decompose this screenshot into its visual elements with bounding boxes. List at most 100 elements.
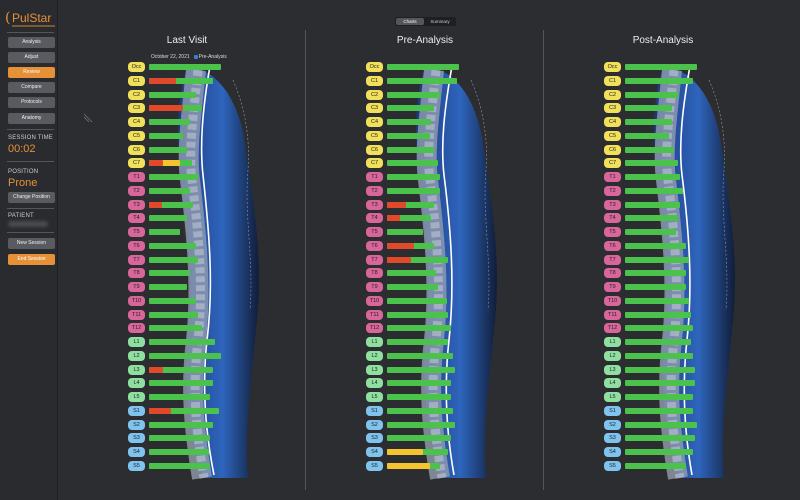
segment-label[interactable]: C6 (128, 144, 145, 155)
charts-tab[interactable]: Charts (396, 18, 424, 25)
segment-label[interactable]: S5 (366, 460, 383, 471)
end-session-button[interactable]: End Session (8, 254, 55, 265)
segment-label[interactable]: T8 (128, 268, 145, 279)
segment-label[interactable]: L1 (128, 337, 145, 347)
segment-label[interactable]: C2 (128, 89, 145, 100)
segment-label[interactable]: C6 (366, 144, 383, 155)
resize-grip-icon[interactable] (84, 112, 94, 122)
segment-label[interactable]: T11 (128, 309, 145, 320)
segment-label[interactable]: C1 (604, 75, 621, 86)
segment-label[interactable]: T4 (366, 213, 383, 224)
nav-protocols-button[interactable]: Protocols (8, 97, 55, 108)
segment-label[interactable]: L4 (128, 378, 145, 389)
segment-label[interactable]: S2 (604, 419, 621, 430)
segment-label[interactable]: T3 (366, 199, 383, 210)
segment-label[interactable]: C5 (604, 130, 621, 141)
segment-label[interactable]: C4 (604, 117, 621, 127)
segment-label[interactable]: T6 (604, 240, 621, 251)
segment-label[interactable]: C7 (128, 158, 145, 169)
segment-label[interactable]: C7 (366, 158, 383, 169)
segment-label[interactable]: C4 (366, 117, 383, 127)
nav-adjust-button[interactable]: Adjust (8, 52, 55, 63)
segment-label[interactable]: T10 (366, 295, 383, 306)
segment-label[interactable]: C6 (604, 144, 621, 155)
segment-label[interactable]: T4 (604, 213, 621, 224)
segment-label[interactable]: C1 (128, 75, 145, 86)
segment-label[interactable]: T2 (604, 185, 621, 196)
segment-label[interactable]: T3 (128, 199, 145, 210)
segment-label[interactable]: C2 (366, 89, 383, 100)
segment-label[interactable]: C3 (604, 103, 621, 114)
segment-label[interactable]: C5 (128, 130, 145, 141)
segment-label[interactable]: T6 (128, 240, 145, 251)
segment-label[interactable]: T2 (366, 185, 383, 196)
segment-label[interactable]: L3 (604, 364, 621, 375)
segment-label[interactable]: T7 (366, 254, 383, 265)
nav-analysis-button[interactable]: Analysis (8, 37, 55, 48)
segment-label[interactable]: T11 (604, 309, 621, 320)
segment-label[interactable]: L5 (604, 392, 621, 402)
nav-review-button[interactable]: Review (8, 67, 55, 78)
summary-tab[interactable]: Summary (430, 19, 450, 24)
segment-label[interactable]: Occ (604, 62, 621, 72)
segment-label[interactable]: S4 (128, 447, 145, 457)
segment-label[interactable]: T9 (366, 282, 383, 292)
segment-label[interactable]: T7 (604, 254, 621, 265)
segment-label[interactable]: C3 (366, 103, 383, 114)
segment-label[interactable]: T5 (604, 227, 621, 237)
segment-label[interactable]: L5 (128, 392, 145, 402)
segment-label[interactable]: S2 (128, 419, 145, 430)
segment-label[interactable]: Occ (128, 62, 145, 72)
segment-label[interactable]: S3 (366, 433, 383, 444)
segment-label[interactable]: T6 (366, 240, 383, 251)
segment-label[interactable]: L5 (366, 392, 383, 402)
segment-label[interactable]: L4 (604, 378, 621, 389)
segment-label[interactable]: C5 (366, 130, 383, 141)
segment-label[interactable]: T2 (128, 185, 145, 196)
segment-label[interactable]: S2 (366, 419, 383, 430)
segment-label[interactable]: L4 (366, 378, 383, 389)
segment-label[interactable]: S1 (366, 405, 383, 416)
segment-label[interactable]: C7 (604, 158, 621, 169)
segment-label[interactable]: T1 (128, 172, 145, 182)
segment-label[interactable]: T12 (366, 323, 383, 334)
segment-label[interactable]: L3 (366, 364, 383, 375)
segment-label[interactable]: L1 (604, 337, 621, 347)
segment-label[interactable]: T1 (366, 172, 383, 182)
segment-label[interactable]: C4 (128, 117, 145, 127)
segment-label[interactable]: L1 (366, 337, 383, 347)
segment-label[interactable]: T5 (128, 227, 145, 237)
nav-anatomy-button[interactable]: Anatomy (8, 113, 55, 124)
segment-label[interactable]: T10 (604, 295, 621, 306)
segment-label[interactable]: C3 (128, 103, 145, 114)
segment-label[interactable]: L2 (128, 350, 145, 361)
segment-label[interactable]: T4 (128, 213, 145, 224)
change-position-button[interactable]: Change Position (8, 192, 55, 203)
nav-compare-button[interactable]: Compare (8, 82, 55, 93)
segment-label[interactable]: T1 (604, 172, 621, 182)
segment-label[interactable]: S5 (128, 460, 145, 471)
pre-analysis-checkbox-icon[interactable] (193, 54, 198, 59)
segment-label[interactable]: T8 (366, 268, 383, 279)
segment-label[interactable]: S5 (604, 460, 621, 471)
segment-label[interactable]: T7 (128, 254, 145, 265)
segment-label[interactable]: T9 (128, 282, 145, 292)
segment-label[interactable]: S1 (604, 405, 621, 416)
segment-label[interactable]: S1 (128, 405, 145, 416)
segment-label[interactable]: L3 (128, 364, 145, 375)
segment-label[interactable]: L2 (604, 350, 621, 361)
segment-label[interactable]: T12 (604, 323, 621, 334)
segment-label[interactable]: C1 (366, 75, 383, 86)
segment-label[interactable]: C2 (604, 89, 621, 100)
segment-label[interactable]: T8 (604, 268, 621, 279)
segment-label[interactable]: Occ (366, 62, 383, 72)
segment-label[interactable]: T5 (366, 227, 383, 237)
segment-label[interactable]: T3 (604, 199, 621, 210)
segment-label[interactable]: T11 (366, 309, 383, 320)
segment-label[interactable]: S3 (604, 433, 621, 444)
new-session-button[interactable]: New Session (8, 238, 55, 249)
segment-label[interactable]: S4 (366, 447, 383, 457)
segment-label[interactable]: S4 (604, 447, 621, 457)
segment-label[interactable]: T9 (604, 282, 621, 292)
segment-label[interactable]: T10 (128, 295, 145, 306)
